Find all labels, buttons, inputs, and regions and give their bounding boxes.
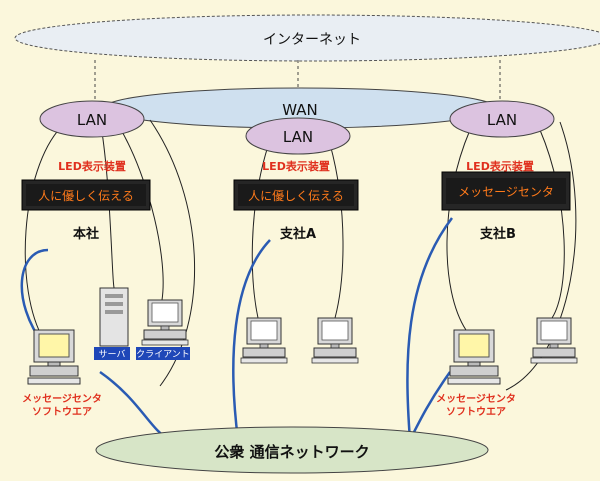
lan-branch-b: LAN: [449, 100, 555, 138]
software-label-b-line2: ソフトウエア: [446, 406, 506, 418]
desktop-computer-icon: [530, 317, 578, 364]
led-label-branch-b: LED表示装置: [466, 159, 534, 173]
software-label-hq-line1: メッセージセンタ: [22, 393, 102, 405]
led-display-icon: 人に優しく伝える: [233, 179, 359, 211]
office-name-branch-b: 支社B: [479, 226, 516, 242]
wan-label: WAN: [282, 101, 318, 119]
public-network-label: 公衆 通信ネットワーク: [214, 443, 369, 461]
led-label-hq: LED表示装置: [58, 159, 126, 173]
office-name-hq: 本社: [73, 226, 99, 242]
lan-hq: LAN: [39, 100, 145, 138]
internet-cloud: インターネット: [14, 14, 600, 62]
led-label-branch-a: LED表示装置: [262, 159, 330, 173]
led-display-icon: 人に優しく伝える: [21, 179, 151, 211]
server-tag: サーバ: [94, 347, 130, 360]
office-name-branch-a: 支社A: [279, 226, 316, 242]
desktop-computer-icon: [447, 329, 501, 385]
desktop-computer-icon: [141, 299, 189, 346]
desktop-computer-icon: [311, 317, 359, 364]
lan-branch-b-label: LAN: [487, 111, 517, 129]
lan-hq-label: LAN: [77, 111, 107, 129]
client-tag-label: クライアント: [136, 349, 190, 360]
software-label-b-line1: メッセージセンタ: [436, 393, 516, 405]
client-tag: クライアント: [136, 347, 190, 360]
server-tag-label: サーバ: [99, 349, 126, 360]
tower-server-icon: [99, 287, 129, 347]
desktop-computer-icon: [27, 329, 81, 385]
led-display-icon: メッセージセンタ: [441, 171, 571, 211]
public-network-cloud: 公衆 通信ネットワーク: [95, 426, 489, 474]
lan-branch-a-label: LAN: [283, 128, 313, 146]
software-label-hq-line2: ソフトウエア: [32, 406, 92, 418]
internet-label: インターネット: [263, 32, 361, 48]
led-text-hq: 人に優しく伝える: [38, 189, 134, 203]
desktop-computer-icon: [240, 317, 288, 364]
led-text-branch-b: メッセージセンタ: [458, 185, 554, 199]
led-text-branch-a: 人に優しく伝える: [248, 189, 344, 203]
lan-branch-a: LAN: [245, 117, 351, 155]
